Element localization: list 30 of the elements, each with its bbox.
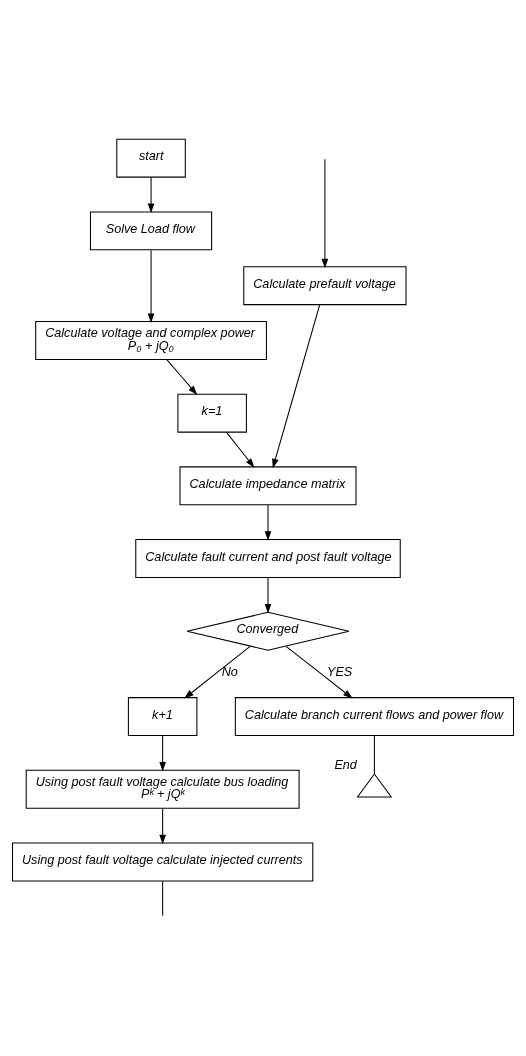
edge-label: YES <box>327 665 353 680</box>
node-triangle <box>356 773 393 798</box>
arrow <box>166 359 198 395</box>
node-label: End <box>334 758 357 773</box>
node-box: Calculate impedance matrix <box>179 466 357 506</box>
arrow <box>147 176 155 214</box>
node-box: Using post fault voltage calculate injected currents <box>11 842 314 882</box>
arrow <box>159 808 166 845</box>
arrow <box>147 249 155 324</box>
arrow <box>272 304 321 469</box>
node-box: Using post fault voltage calculate bus loading Pᵏ + jQᵏ <box>25 769 300 809</box>
node-box: start <box>116 138 186 178</box>
edge-label: No <box>221 665 238 680</box>
connector <box>162 880 164 917</box>
node-box: Calculate branch current flows and power flow <box>234 697 515 737</box>
node-box: Calculate voltage and complex power P₀ + jQ₀ <box>35 320 267 360</box>
arrow <box>226 431 255 468</box>
node-box: k=1 <box>177 393 247 433</box>
arrow <box>184 645 251 699</box>
arrow <box>264 504 272 541</box>
arrow <box>264 577 272 614</box>
node-diamond: Converged <box>186 611 350 651</box>
connector <box>373 735 375 775</box>
node-box: Calculate prefault voltage <box>243 266 407 306</box>
arrow <box>285 645 353 699</box>
arrow <box>321 158 329 269</box>
arrow <box>159 735 166 772</box>
node-box: Calculate fault current and post fault voltage <box>135 539 401 579</box>
node-box: k+1 <box>127 697 198 737</box>
node-box: Solve Load flow <box>89 211 213 251</box>
